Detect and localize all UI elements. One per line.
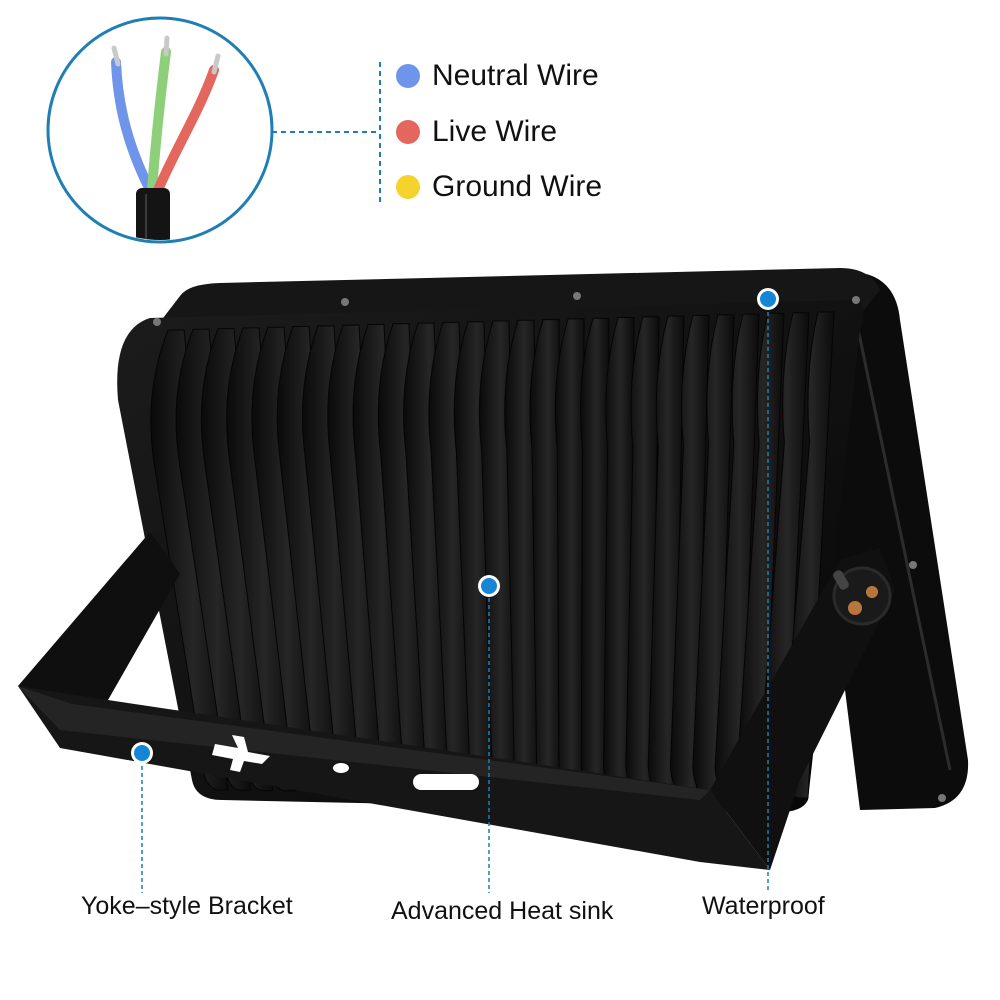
wire-tip-blue bbox=[111, 45, 121, 67]
callout-heatsink bbox=[478, 575, 500, 893]
heatsink-fin bbox=[200, 328, 274, 792]
legend-label-live: Live Wire bbox=[432, 115, 558, 148]
screw bbox=[852, 296, 860, 304]
screw bbox=[341, 298, 349, 306]
neutral-dot bbox=[396, 64, 420, 88]
pivot-bolt bbox=[848, 601, 862, 615]
wire-inset bbox=[46, 16, 274, 244]
heatsink-fin bbox=[175, 328, 251, 791]
wire-blue bbox=[111, 57, 155, 195]
bracket-right-arm bbox=[710, 548, 895, 870]
yoke-bracket bbox=[18, 532, 895, 870]
ground-dot bbox=[396, 175, 420, 199]
legend-item-neutral: Neutral Wire bbox=[396, 56, 599, 96]
flood-light bbox=[117, 268, 969, 812]
bracket-cross-cutout bbox=[212, 735, 270, 772]
wire-tip-green bbox=[163, 35, 170, 57]
heatsink-label: Advanced Heat sink bbox=[391, 897, 614, 925]
screw bbox=[938, 794, 946, 802]
wire-red bbox=[153, 65, 219, 195]
legend-label-ground: Ground Wire bbox=[432, 170, 603, 203]
callout-waterproof bbox=[757, 288, 779, 893]
bracket-crossbar-top bbox=[18, 686, 710, 800]
bracket-slot-small bbox=[333, 763, 349, 773]
screw bbox=[153, 318, 161, 326]
waterproof-label: Waterproof bbox=[702, 892, 825, 920]
cable-sheath bbox=[136, 188, 170, 240]
heatsink-fin bbox=[226, 327, 296, 792]
bracket-slot-long bbox=[413, 774, 479, 790]
bracket-label: Yoke–style Bracket bbox=[81, 892, 293, 920]
legend-label-neutral: Neutral Wire bbox=[432, 59, 599, 92]
heatsink-fin bbox=[554, 318, 586, 796]
screw bbox=[909, 561, 917, 569]
legend-item-ground: Ground Wire bbox=[396, 167, 602, 207]
pivot-bolt bbox=[866, 586, 878, 598]
bracket-left-arm bbox=[18, 532, 180, 704]
bracket-pivot bbox=[832, 566, 892, 626]
wire-green bbox=[147, 47, 171, 195]
legend-item-live: Live Wire bbox=[396, 112, 557, 152]
callout-bracket bbox=[131, 742, 153, 893]
wire-tip-red bbox=[211, 53, 221, 75]
heatsink-fin bbox=[150, 329, 229, 791]
screw bbox=[573, 292, 581, 300]
live-dot bbox=[396, 120, 420, 144]
